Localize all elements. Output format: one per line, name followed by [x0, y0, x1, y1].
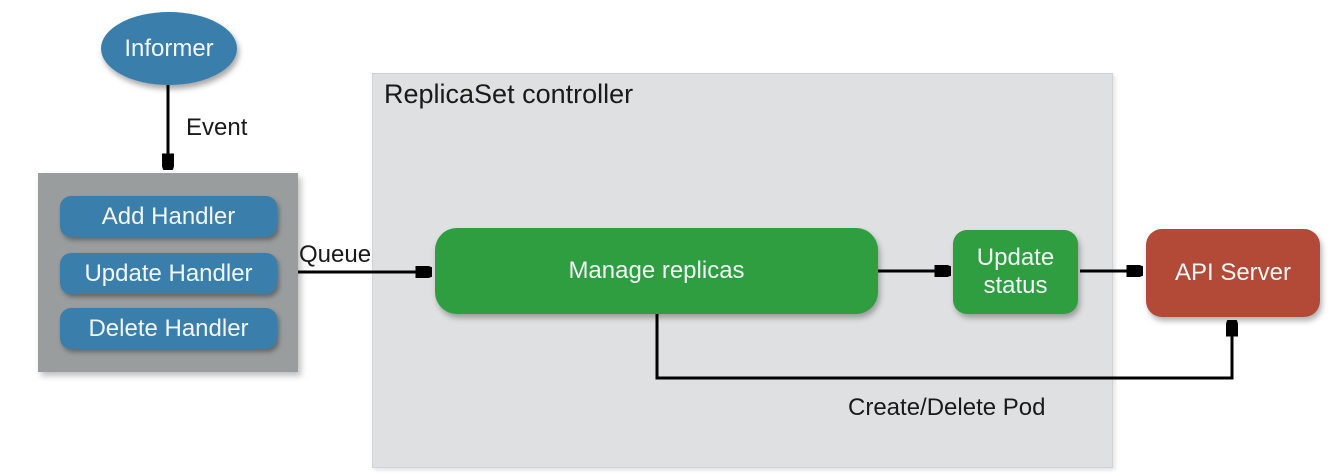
api-server-node: API Server	[1146, 229, 1320, 317]
update-status-node: Update status	[953, 230, 1078, 314]
update-status-label: Update status	[976, 243, 1055, 299]
add-handler-node: Add Handler	[60, 196, 277, 237]
event-edge-label: Event	[186, 114, 248, 141]
update-handler-label: Update Handler	[84, 259, 253, 287]
add-handler-label: Add Handler	[101, 202, 236, 230]
delete-handler-node: Delete Handler	[60, 308, 277, 349]
replicaset-controller-title: ReplicaSet controller	[384, 79, 634, 109]
create-delete-pod-edge-label: Create/Delete Pod	[848, 394, 1046, 421]
delete-handler-label: Delete Handler	[88, 314, 249, 342]
update-handler-node: Update Handler	[60, 253, 277, 294]
manage-replicas-label: Manage replicas	[568, 257, 745, 284]
informer-label: Informer	[124, 34, 214, 62]
handlers-box: Add Handler Update Handler Delete Handle…	[38, 173, 298, 372]
queue-edge-label: Queue	[299, 241, 372, 268]
informer-node: Informer	[101, 12, 237, 85]
api-server-label: API Server	[1174, 259, 1292, 286]
manage-replicas-node: Manage replicas	[435, 228, 878, 314]
